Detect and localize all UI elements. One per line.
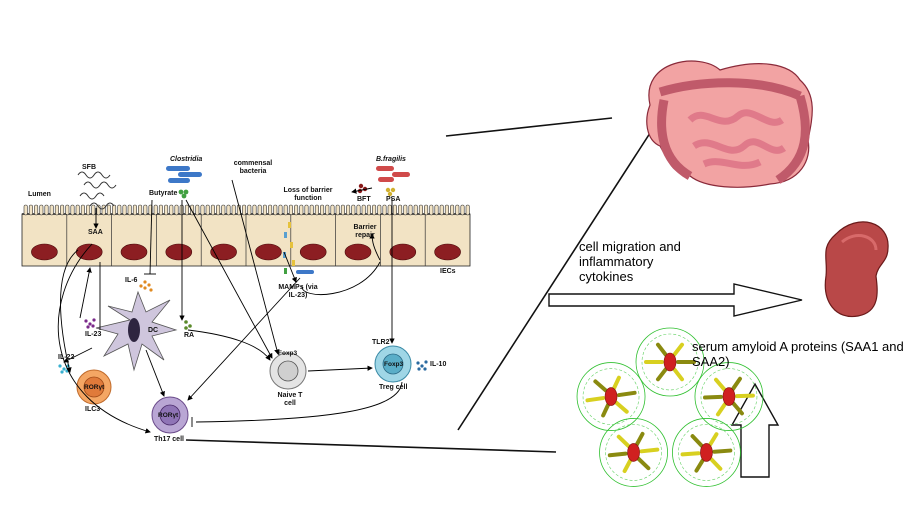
ra-dots bbox=[184, 320, 192, 330]
label-th17: Th17 cell bbox=[154, 436, 184, 443]
label-treg: Treg cell bbox=[379, 384, 408, 391]
label-foxp3-treg: Foxp3 bbox=[384, 361, 404, 368]
bfragilis-bacteria bbox=[357, 166, 410, 197]
label-il22: IL-22 bbox=[58, 354, 75, 361]
label-psa: PSA bbox=[386, 196, 401, 203]
label-saa: SAA bbox=[88, 229, 103, 236]
naive-t-cell bbox=[269, 352, 307, 390]
il6-dots bbox=[139, 280, 153, 292]
intestine-icon bbox=[646, 60, 813, 188]
label-dc: DC bbox=[148, 327, 159, 334]
label-il23: IL-23 bbox=[85, 331, 102, 338]
il23-dots bbox=[84, 318, 96, 329]
label-cell-migration: cell migration and inflammatory cytokine… bbox=[579, 239, 681, 284]
label-il10: IL-10 bbox=[430, 361, 447, 368]
protein-structure-icon bbox=[576, 327, 764, 487]
label-ilc3: ILC3 bbox=[85, 406, 101, 413]
label-loss-barrier: Loss of barrier function bbox=[283, 187, 333, 203]
label-barrier-repair: Barrier repair bbox=[353, 224, 377, 240]
sfb-bacteria bbox=[77, 171, 117, 210]
label-bfragilis: B.fragilis bbox=[376, 156, 406, 163]
pathway-arrows bbox=[57, 179, 403, 434]
kidney-icon bbox=[824, 221, 889, 318]
label-butyrate: Butyrate bbox=[149, 190, 178, 197]
dendritic-cell-icon bbox=[95, 290, 178, 372]
label-naive-t: Naive T cell bbox=[277, 392, 303, 408]
right-arrow bbox=[548, 283, 803, 317]
label-serum-amyloid: serum amyloid A proteins (SAA1 and SAA2) bbox=[692, 339, 904, 369]
label-foxp3-naive: Foxp3 bbox=[278, 350, 298, 357]
epithelial-layer bbox=[21, 204, 471, 267]
clostridia-bacteria bbox=[166, 166, 202, 199]
label-lumen: Lumen bbox=[28, 191, 51, 198]
label-tlr2: TLR2 bbox=[372, 339, 390, 346]
label-roryt-ilc3: RORγt bbox=[84, 384, 105, 391]
up-arrow bbox=[730, 382, 780, 478]
label-il6: IL-6 bbox=[125, 277, 138, 284]
mamps-particles bbox=[283, 222, 314, 274]
th17-cell bbox=[151, 396, 189, 434]
label-bft: BFT bbox=[357, 196, 371, 203]
label-ra: RA bbox=[184, 332, 195, 339]
label-sfb: SFB bbox=[82, 164, 96, 171]
label-roryt-th17: RORγt bbox=[158, 412, 179, 419]
label-mamps: MAMPs (via IL-23) bbox=[278, 284, 318, 300]
label-clostridia: Clostridia bbox=[170, 156, 203, 163]
label-iecs: IECs bbox=[440, 268, 456, 275]
treg-cell bbox=[374, 345, 412, 383]
connector-lines bbox=[185, 117, 653, 453]
il10-dots bbox=[416, 360, 428, 371]
label-commensal: commensal bacteria bbox=[233, 160, 273, 176]
